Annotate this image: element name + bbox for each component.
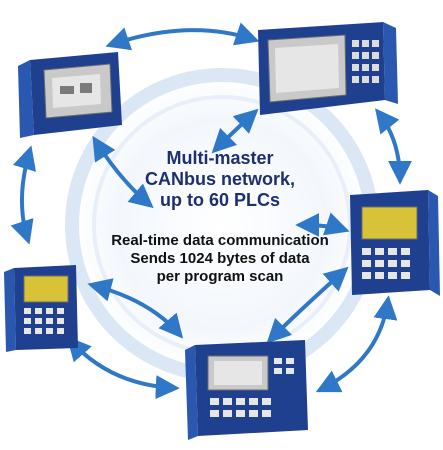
network-headline: Multi-master CANbus network, up to 60 PL… <box>70 148 370 211</box>
link-arrow-5 <box>10 145 36 245</box>
link-arrow-9 <box>87 278 184 339</box>
plc-unit-top-left <box>18 52 122 138</box>
description-line-1: Real-time data communication <box>111 232 329 249</box>
link-arrow-2 <box>375 108 412 185</box>
link-arrow-4 <box>66 336 180 400</box>
headline-line-2: CANbus network, <box>144 169 295 189</box>
plc-unit-left <box>4 265 78 352</box>
plc-unit-bottom <box>185 340 308 440</box>
link-arrow-1 <box>105 22 260 51</box>
headline-line-3: up to 60 PLCs <box>159 190 280 210</box>
link-arrow-7 <box>211 108 259 154</box>
headline-line-1: Multi-master <box>166 148 274 168</box>
link-arrow-3 <box>315 295 398 393</box>
link-arrow-10 <box>266 266 349 344</box>
link-arrow-8 <box>295 212 350 238</box>
plc-unit-right <box>350 190 440 296</box>
description-line-3: per program scan <box>156 268 284 285</box>
network-description: Real-time data communication Sends 1024 … <box>70 232 370 286</box>
description-line-2: Sends 1024 bytes of data <box>130 250 310 267</box>
plc-unit-top-right <box>258 22 398 115</box>
link-arrow-6 <box>92 135 154 209</box>
